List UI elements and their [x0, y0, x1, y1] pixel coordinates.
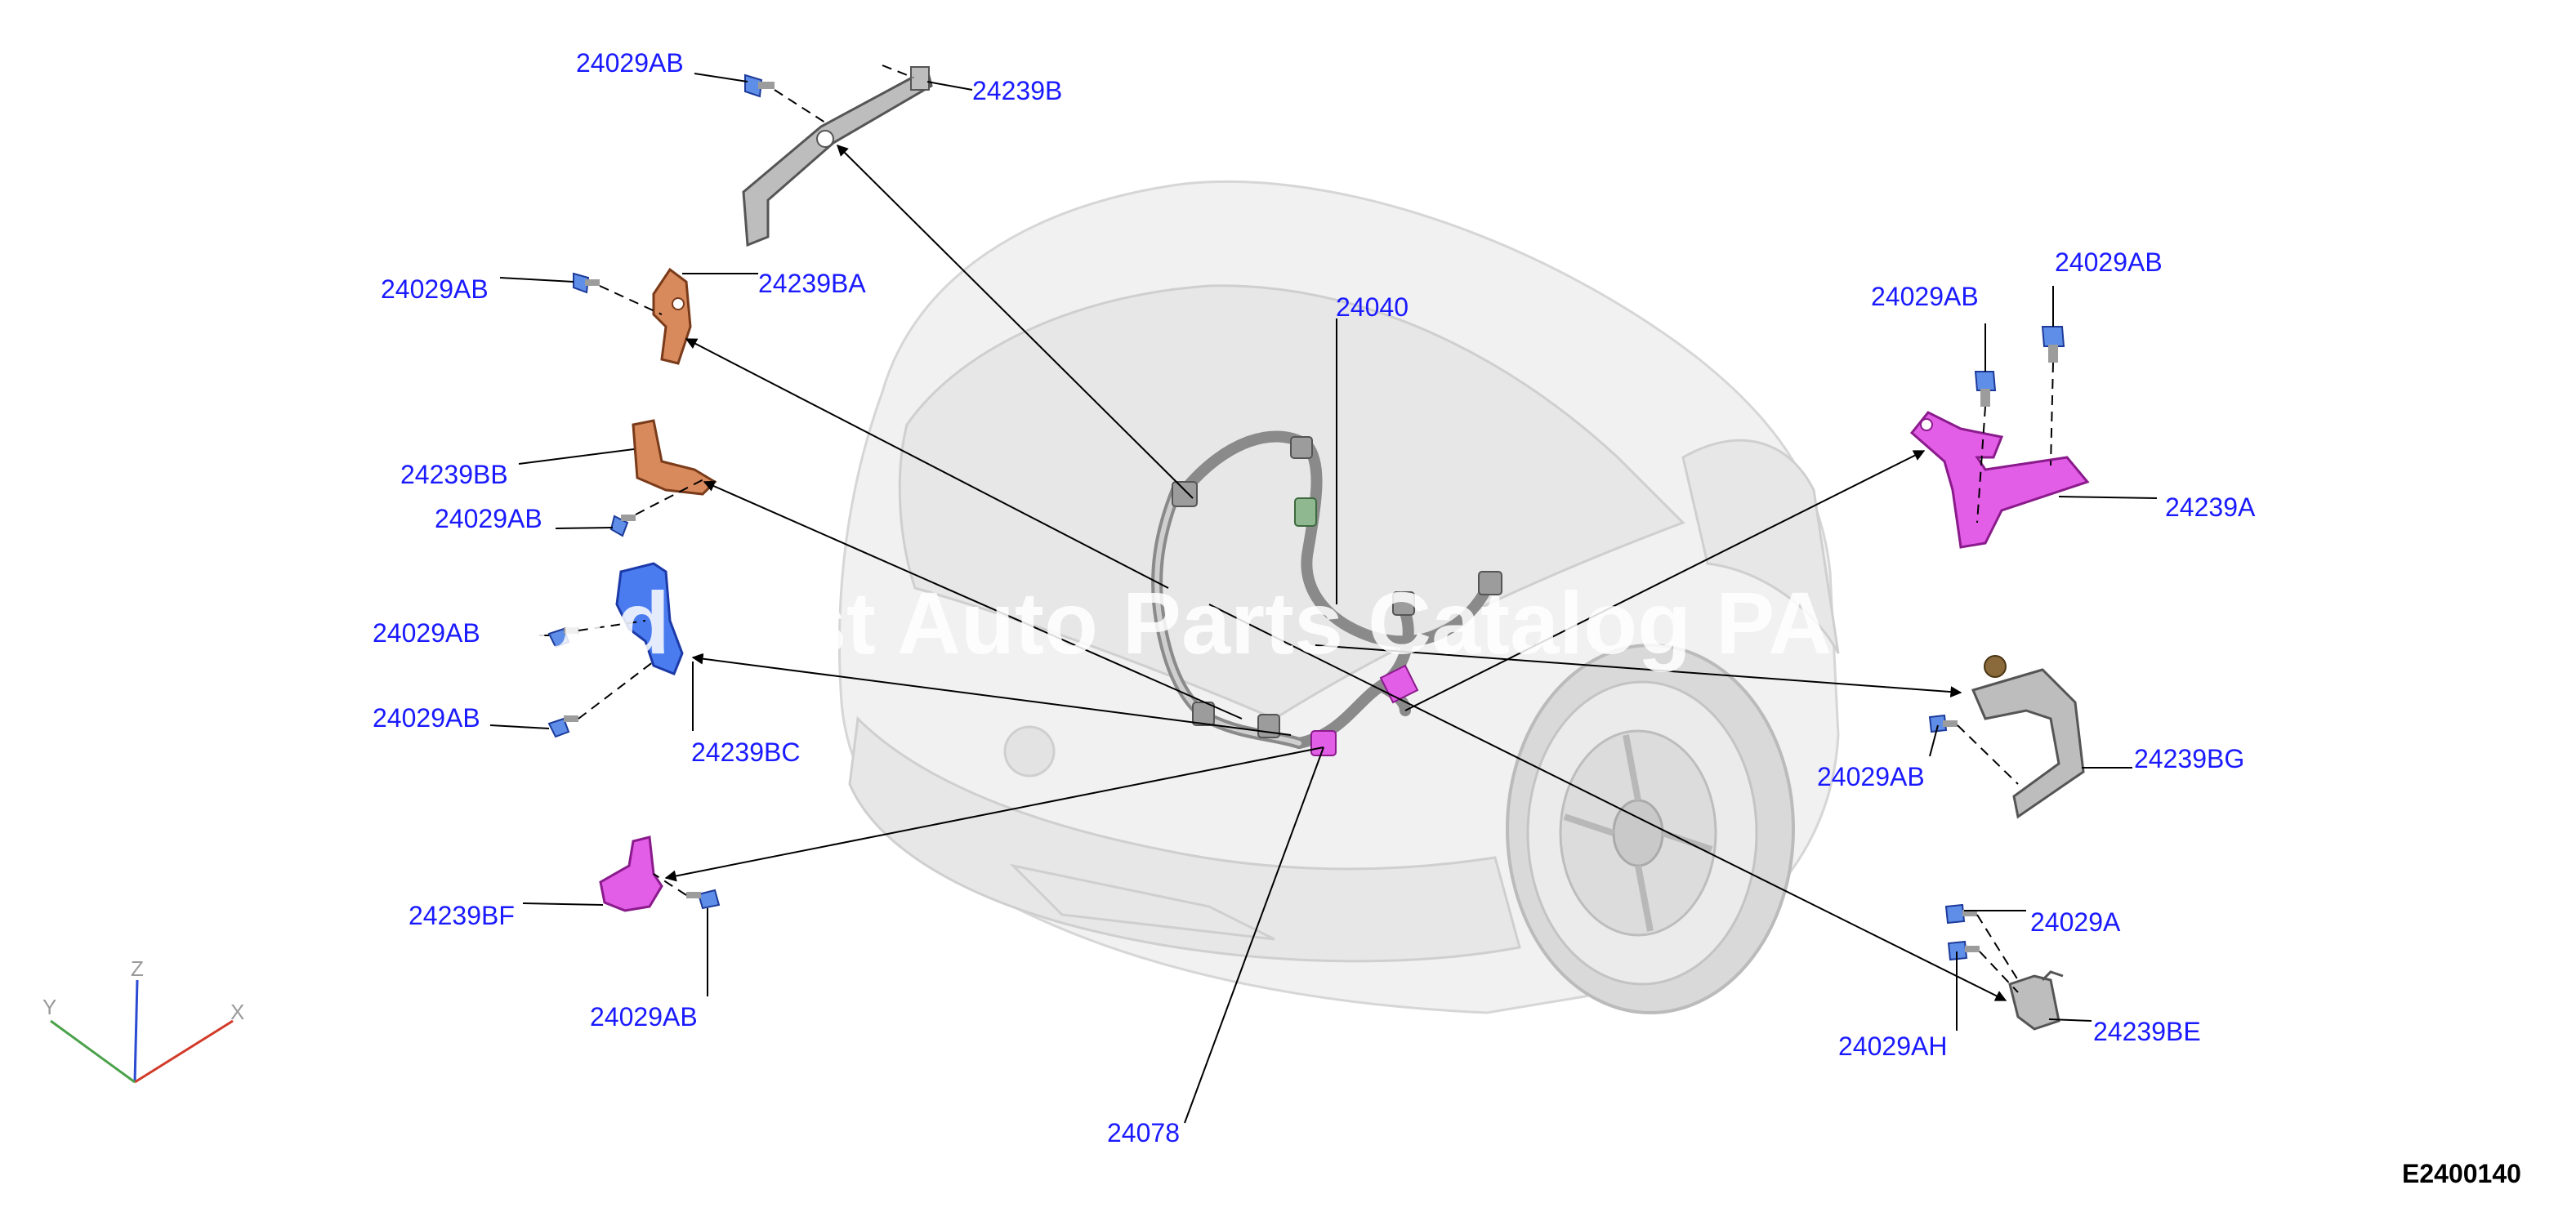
bracket-24239BE	[2008, 970, 2064, 1031]
bolt-24029AB-a2	[2041, 326, 2065, 363]
callout-24029A[interactable]: 24029A	[2030, 907, 2121, 937]
bracket-24239BB	[632, 419, 717, 496]
callout-24029AB-ba[interactable]: 24029AB	[381, 274, 489, 304]
bracket-24239A	[1909, 411, 2090, 549]
orientation-axes: Z X Y	[42, 956, 244, 1084]
axis-label-z: Z	[131, 956, 144, 981]
bolt-24029AB-bc2	[547, 715, 578, 738]
callout-24029AB-bf[interactable]: 24029AB	[590, 1002, 698, 1032]
bracket-24239B	[742, 66, 933, 247]
callout-24078[interactable]: 24078	[1107, 1118, 1180, 1147]
bolt-24029AB-bc1	[547, 627, 578, 648]
vehicle-front-illustration	[837, 180, 1840, 1014]
bolt-24029AB-bb	[609, 515, 636, 537]
bolt-24029AH	[1947, 940, 1980, 961]
bolt-24029AB-ba	[573, 272, 600, 294]
callout-24239BF[interactable]: 24239BF	[408, 901, 515, 930]
axis-label-y: Y	[42, 995, 56, 1019]
callout-24029AB-bb[interactable]: 24029AB	[435, 504, 542, 533]
bolt-24029AB-bf	[686, 889, 721, 910]
callout-24239BE[interactable]: 24239BE	[2093, 1017, 2201, 1046]
location-arrows	[664, 145, 2007, 1001]
callout-24029AB-bc2[interactable]: 24029AB	[373, 703, 480, 733]
diagram-code: E2400140	[2402, 1159, 2521, 1188]
callout-24029AB-bg[interactable]: 24029AB	[1817, 762, 1925, 791]
front-wheel-illustration	[1506, 644, 1795, 1014]
bolt-24029AB-top	[744, 74, 775, 98]
callout-leader-lines	[489, 73, 2158, 1124]
wiring-harness-24040	[1151, 430, 1502, 756]
callout-24029AB-a2[interactable]: 24029AB	[2055, 247, 2163, 277]
callout-24029AB-top[interactable]: 24029AB	[576, 48, 684, 78]
bracket-24239BC	[615, 562, 684, 675]
axis-label-x: X	[230, 1000, 244, 1024]
callout-24029AH[interactable]: 24029AH	[1838, 1032, 1947, 1061]
bracket-24239BA	[652, 267, 692, 365]
watermark-text: Ford Fast Auto Parts Catalog PA	[474, 573, 1832, 672]
callout-24239A[interactable]: 24239A	[2165, 492, 2256, 522]
bolt-24029AB-a1	[1974, 371, 1997, 407]
callout-24029AB-a1[interactable]: 24029AB	[1871, 282, 1979, 311]
bracket-24239BF	[599, 835, 663, 912]
callout-24239B[interactable]: 24239B	[972, 76, 1062, 105]
callout-labels: 24029AB 24239B 24029AB 24239BA 24239BB 2…	[373, 48, 2256, 1147]
callout-24239BC[interactable]: 24239BC	[691, 737, 800, 767]
callout-24239BB[interactable]: 24239BB	[400, 460, 508, 489]
bolt-24029A	[1944, 903, 1977, 925]
callout-24029AB-bc1[interactable]: 24029AB	[373, 618, 480, 648]
callout-24040[interactable]: 24040	[1336, 292, 1409, 322]
bolt-24029AB-bg	[1928, 714, 1958, 733]
assembly-dashed-lines	[578, 65, 2054, 993]
callout-24239BA[interactable]: 24239BA	[758, 269, 866, 298]
callout-24239BG[interactable]: 24239BG	[2134, 744, 2244, 773]
bracket-24239BG	[1971, 655, 2085, 819]
